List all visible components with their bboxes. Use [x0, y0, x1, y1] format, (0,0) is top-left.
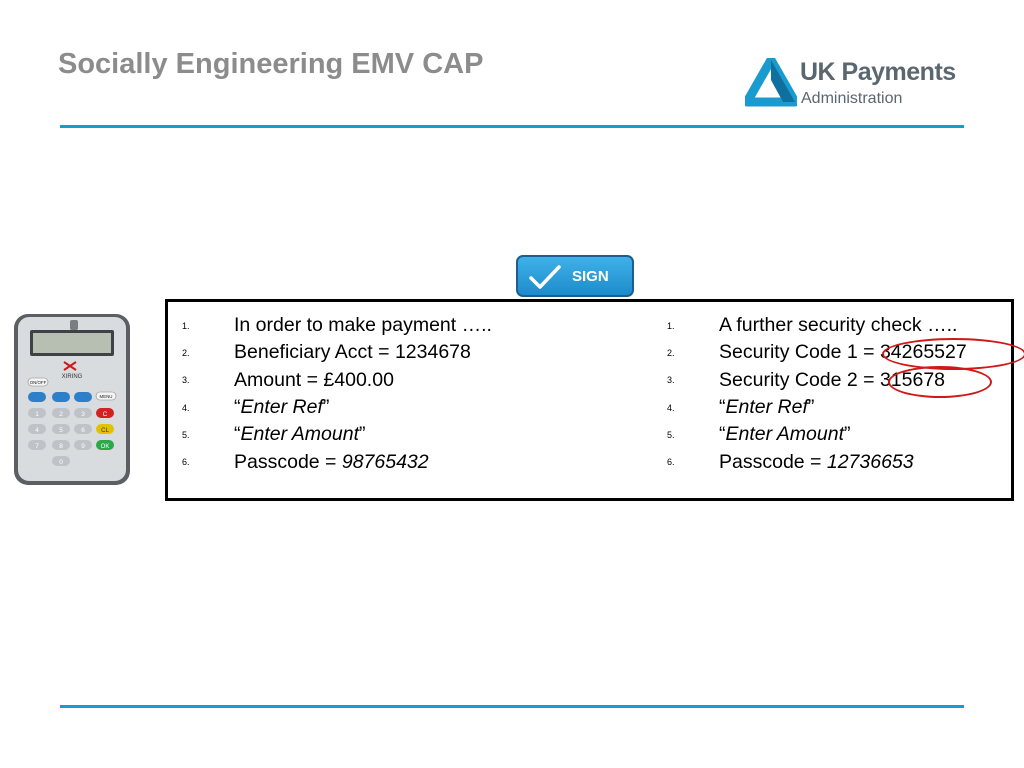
step-text: Beneficiary Acct = 1234678: [234, 341, 471, 364]
left-steps-list: 1. In order to make payment ….. 2. Benef…: [182, 312, 492, 476]
passcode-value: 12736653: [826, 450, 914, 473]
step-number: 4.: [182, 402, 190, 413]
list-item: 1. In order to make payment …..: [182, 312, 492, 339]
close-quote: ”: [807, 396, 815, 419]
step-text: Passcode = 12736653: [719, 451, 914, 474]
checkmark-icon: [529, 265, 561, 289]
triangle-logo-icon: [745, 58, 797, 107]
uk-payments-logo: UK Payments Administration: [745, 58, 965, 110]
top-divider: [60, 125, 964, 128]
key-7: 7: [35, 443, 39, 450]
menu-key: MENU: [100, 394, 113, 399]
list-item: 5. “Enter Amount”: [667, 421, 967, 448]
step-text: “Enter Amount”: [719, 423, 851, 446]
logo-name: UK Payments: [800, 58, 956, 86]
open-quote: “: [234, 396, 241, 419]
close-quote: ”: [844, 423, 851, 446]
bottom-divider: [60, 705, 964, 708]
step-text: “Enter Ref”: [234, 396, 329, 419]
step-text: “Enter Amount”: [234, 423, 366, 446]
step-text: Amount = £400.00: [234, 368, 394, 391]
step-number: 5.: [667, 429, 675, 440]
card-reader-device: XIRING ON/OFF MENU 1 2 3 C 4 5 6 CL 7 8 …: [12, 312, 132, 487]
key-1: 1: [35, 411, 39, 418]
step-number: 1.: [667, 320, 675, 331]
open-quote: “: [719, 423, 726, 446]
key-cl: CL: [101, 428, 109, 434]
step-italic: Enter Amount: [725, 423, 845, 446]
step-text: Passcode = 98765432: [234, 451, 429, 474]
step-number: 1.: [182, 320, 190, 331]
step-number: 2.: [182, 347, 190, 358]
key-8: 8: [59, 443, 63, 450]
open-quote: “: [234, 423, 241, 446]
security-code-2-highlight-circle: [888, 366, 992, 398]
card-slot-icon: [70, 320, 78, 330]
step-number: 5.: [182, 429, 190, 440]
logo-subtitle: Administration: [801, 90, 903, 107]
sign-label: SIGN: [572, 268, 609, 285]
onoff-key: ON/OFF: [30, 380, 47, 385]
reader-screen: [33, 333, 111, 353]
key-c: C: [103, 411, 108, 418]
step-text: A further security check …..: [719, 314, 958, 337]
step-number: 4.: [667, 402, 675, 413]
step-number: 6.: [667, 457, 675, 468]
list-item: 4. “Enter Ref”: [182, 394, 492, 421]
key-2: 2: [59, 411, 63, 418]
security-code-1-highlight-circle: [882, 338, 1024, 370]
passcode-value: 98765432: [341, 450, 429, 473]
list-item: 1. A further security check …..: [667, 312, 967, 339]
step-italic: Enter Amount: [240, 423, 360, 446]
step-number: 6.: [182, 457, 190, 468]
key-0: 0: [59, 459, 63, 466]
list-item: 3. Amount = £400.00: [182, 367, 492, 394]
close-quote: ”: [322, 396, 330, 419]
key-3: 3: [81, 411, 85, 418]
slide-title: Socially Engineering EMV CAP: [58, 48, 484, 80]
card-reader-brand: XIRING: [62, 374, 83, 380]
list-item: 5. “Enter Amount”: [182, 421, 492, 448]
passcode-prefix: Passcode =: [234, 450, 342, 473]
key-6: 6: [81, 427, 85, 434]
list-item: 4. “Enter Ref”: [667, 394, 967, 421]
close-quote: ”: [359, 423, 366, 446]
key-9: 9: [81, 443, 85, 450]
step-number: 2.: [667, 347, 675, 358]
steps-panel: 1. In order to make payment ….. 2. Benef…: [165, 299, 1014, 501]
key-ok: OK: [101, 444, 110, 450]
step-number: 3.: [182, 375, 190, 386]
sign-button[interactable]: SIGN: [516, 255, 634, 297]
key-5: 5: [59, 427, 63, 434]
step-italic: Enter Ref: [725, 396, 808, 419]
step-text: “Enter Ref”: [719, 396, 814, 419]
step-number: 3.: [667, 375, 675, 386]
list-item: 6. Passcode = 12736653: [667, 448, 967, 475]
open-quote: “: [719, 396, 726, 419]
step-italic: Enter Ref: [240, 396, 323, 419]
step-text: In order to make payment …..: [234, 314, 492, 337]
key-4: 4: [35, 427, 39, 434]
list-item: 6. Passcode = 98765432: [182, 448, 492, 475]
passcode-prefix: Passcode =: [719, 450, 827, 473]
list-item: 2. Beneficiary Acct = 1234678: [182, 339, 492, 366]
